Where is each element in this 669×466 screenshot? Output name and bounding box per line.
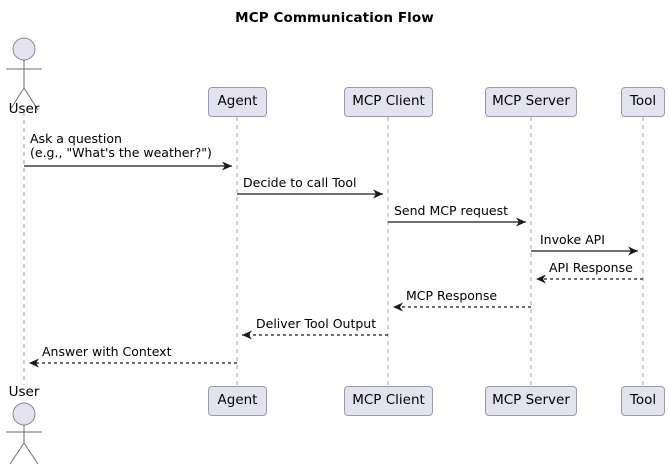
participant-box-mcp-server-top[interactable]: MCP Server <box>485 87 577 117</box>
message-label-ask-a-question: Ask a question (e.g., "What's the weathe… <box>30 131 212 160</box>
participant-box-tool-top[interactable]: Tool <box>621 87 665 117</box>
actor-user-bottom <box>6 402 42 465</box>
participant-box-agent-top[interactable]: Agent <box>208 87 267 117</box>
actor-leg-left-bottom <box>9 442 25 465</box>
message-label-api-response: API Response <box>549 260 633 275</box>
actor-label-user-top: User <box>8 101 40 117</box>
page-title: MCP Communication Flow <box>235 10 434 26</box>
participant-box-mcp-client-top[interactable]: MCP Client <box>344 87 433 117</box>
message-label-invoke-api: Invoke API <box>540 232 605 247</box>
participant-box-agent-bottom[interactable]: Agent <box>208 386 267 416</box>
actor-leg-right <box>23 87 39 111</box>
actor-label-user-bottom: User <box>8 384 40 400</box>
actor-head-icon-bottom <box>12 402 36 426</box>
message-label-decide-to-call-tool: Decide to call Tool <box>243 175 357 190</box>
message-label-mcp-response: MCP Response <box>406 288 498 303</box>
lifelines <box>23 112 644 386</box>
message-label-deliver-tool-output: Deliver Tool Output <box>256 316 377 331</box>
participant-box-tool-bottom[interactable]: Tool <box>621 386 665 416</box>
actor-leg-left <box>9 87 25 111</box>
participant-box-mcp-client-bottom[interactable]: MCP Client <box>344 386 433 416</box>
participant-box-mcp-server-bottom[interactable]: MCP Server <box>485 386 577 416</box>
message-label-answer-with-context: Answer with Context <box>42 344 172 359</box>
actor-leg-right-bottom <box>23 442 39 465</box>
actor-head-icon <box>12 37 36 61</box>
message-label-send-mcp-request: Send MCP request <box>394 203 508 218</box>
message-arrows <box>24 161 643 368</box>
actor-user-top <box>6 37 42 111</box>
